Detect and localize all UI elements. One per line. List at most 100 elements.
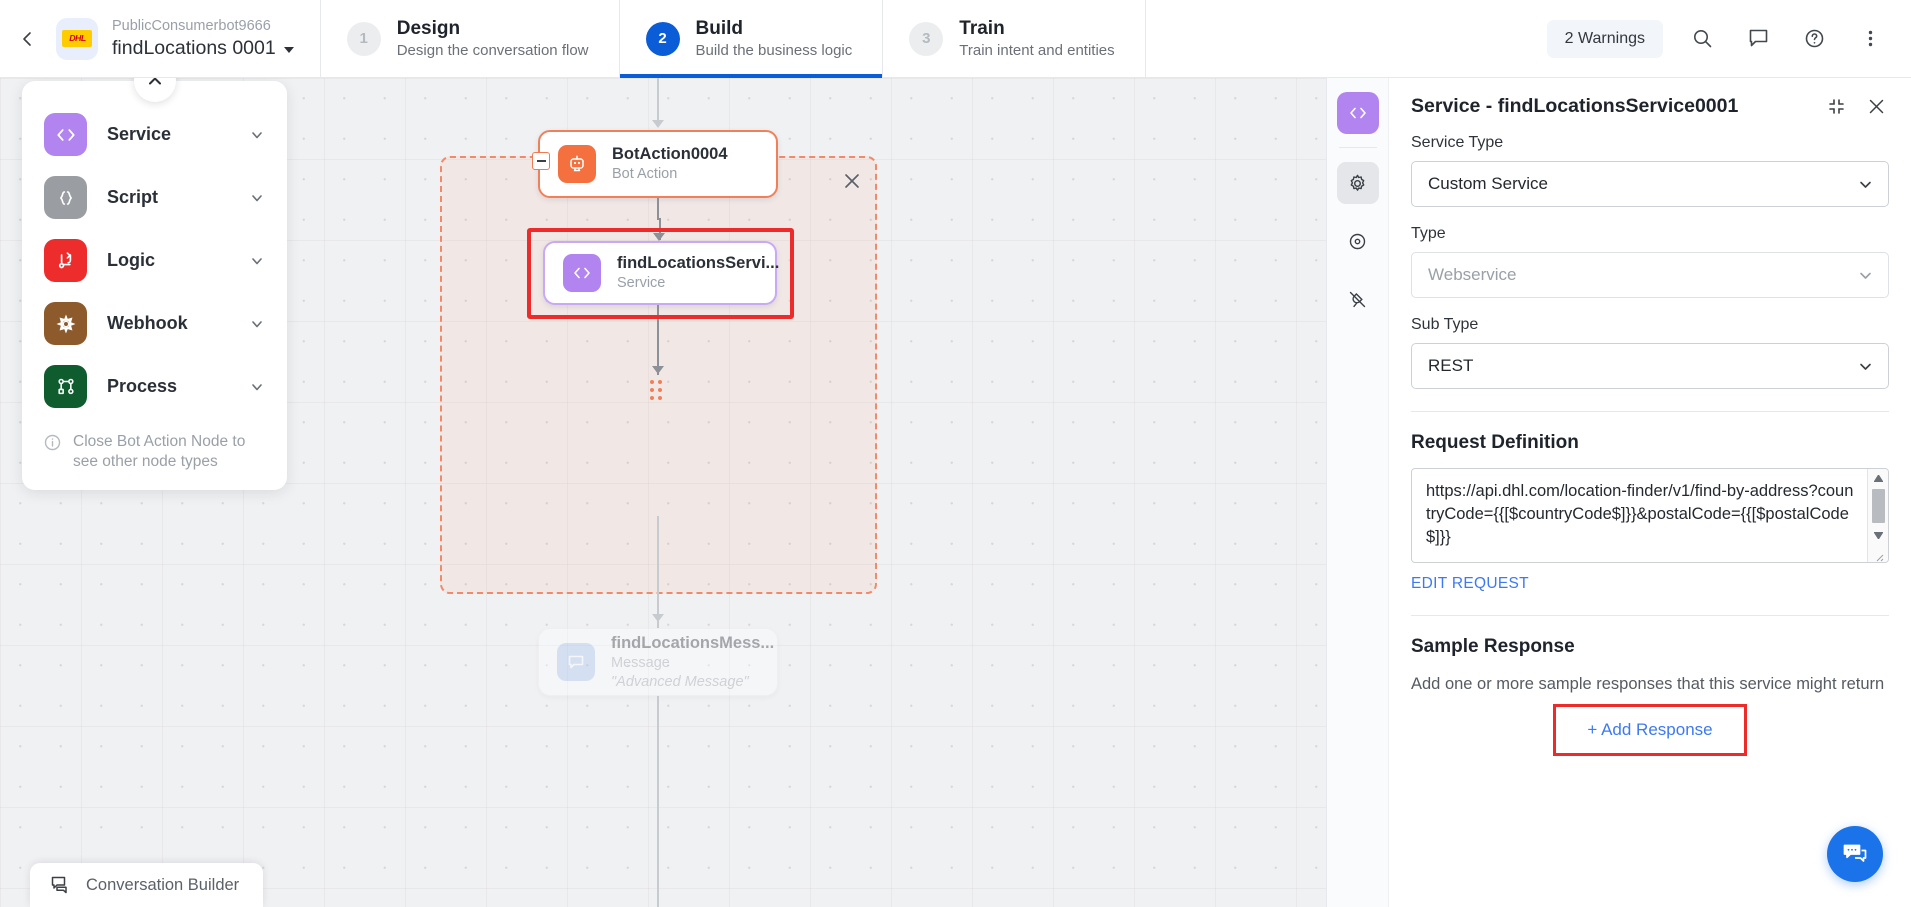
collapse-icon [1828,98,1844,114]
flow-canvas[interactable]: BotAction0004 Bot Action findLocationsSe… [0,78,1326,907]
node-message[interactable]: findLocationsMess... Message "Advanced M… [538,628,778,696]
add-response-highlight: + Add Response [1553,704,1747,756]
palette-item-logic[interactable]: Logic [22,229,287,292]
group-collapse-handle[interactable] [532,152,550,170]
add-response-button[interactable]: + Add Response [1559,710,1741,750]
branch-icon [44,239,87,282]
rail-settings-button[interactable] [1336,162,1379,204]
scroll-up-icon[interactable] [1873,469,1883,487]
chevron-down-icon[interactable] [249,127,265,143]
tab-build[interactable]: 2 Build Build the business logic [619,0,884,78]
panel-close-button[interactable] [1863,93,1889,119]
section-divider-2 [1411,615,1889,616]
node-service[interactable]: findLocationsServi... Service [543,241,779,305]
field-sub-type: Sub Type REST [1411,316,1889,389]
palette-item-label: Webhook [107,313,188,333]
resize-grip-icon[interactable] [1868,544,1888,562]
sub-type-select[interactable]: REST [1411,343,1889,389]
node-title: BotAction0004 [612,145,728,163]
chevron-down-icon[interactable] [249,253,265,269]
edit-request-link[interactable]: EDIT REQUEST [1411,575,1529,592]
node-palette: Service Script [22,78,287,490]
step-title: Design [396,17,461,39]
palette-item-service[interactable]: Service [22,103,287,166]
bot-identity[interactable]: DHL PublicConsumerbot9666 findLocations … [56,0,321,77]
connector-top-arrow [652,120,664,128]
warnings-chip[interactable]: 2 Warnings [1546,19,1663,58]
service-type-select[interactable]: Custom Service [1411,161,1889,207]
bot-workspace-label: PublicConsumerbot9666 [112,17,271,34]
back-button[interactable] [0,0,56,77]
field-service-type: Service Type Custom Service [1411,134,1889,207]
gear-icon [1350,174,1365,191]
palette-item-label: Logic [107,250,155,270]
chevron-down-icon[interactable] [249,316,265,332]
rail-code-button[interactable] [1336,92,1379,134]
code-icon [563,254,601,292]
type-select[interactable]: Webservice [1411,252,1889,298]
more-options-button[interactable] [1853,22,1887,56]
chat-button[interactable] [1741,22,1775,56]
panel-icon-rail [1327,78,1389,907]
scrollbar-thumb[interactable] [1871,489,1885,523]
request-definition-scrollbar[interactable] [1867,469,1888,562]
sample-response-heading: Sample Response [1411,636,1575,657]
node-subtitle: Bot Action [612,166,678,182]
palette-item-label: Service [107,124,172,144]
chevron-down-icon[interactable] [249,190,265,206]
drag-dots-icon[interactable] [650,380,666,402]
more-vertical-icon [1868,30,1872,47]
message-icon [557,643,595,681]
chevron-down-icon [1860,181,1871,188]
palette-collapse-button[interactable] [133,78,176,102]
scroll-down-icon[interactable] [1873,526,1883,544]
service-type-value: Custom Service [1428,174,1548,193]
type-value: Webservice [1428,265,1517,284]
step-title: Train [959,17,1005,39]
panel-title: Service - findLocationsService0001 [1411,94,1739,117]
panel-content: Service Type Custom Service Type Webserv… [1389,134,1911,907]
process-icon [44,365,87,408]
palette-item-process[interactable]: Process [22,355,287,418]
step-desc: Design the conversation flow [396,41,589,59]
webhook-icon [44,302,87,345]
panel-body: Service - findLocationsService0001 Servi… [1389,78,1911,907]
conversation-builder-button[interactable]: Conversation Builder [30,863,264,907]
step-number: 3 [909,21,944,56]
step-desc: Build the business logic [695,41,853,59]
connector-d [657,696,659,907]
rail-connection-button[interactable] [1337,278,1379,320]
info-icon [44,434,61,451]
sample-response-description: Add one or more sample responses that th… [1411,675,1885,693]
properties-panel: Service - findLocationsService0001 Servi… [1326,78,1911,907]
palette-note: Close Bot Action Node to see other node … [22,418,287,472]
bot-name-label[interactable]: findLocations 0001 [112,36,294,61]
field-label: Type [1411,225,1446,242]
group-close-button[interactable] [841,170,863,192]
tab-design[interactable]: 1 Design Design the conversation flow [321,0,620,77]
palette-item-webhook[interactable]: Webhook [22,292,287,355]
add-response-area: + Add Response [1411,704,1889,756]
palette-item-script[interactable]: Script [22,166,287,229]
rail-target-button[interactable] [1337,220,1379,262]
close-icon [845,174,859,188]
close-icon [1869,99,1883,113]
palette-note-text: Close Bot Action Node to see other node … [73,433,246,470]
chat-bubbles-icon [51,876,67,894]
step-number: 2 [645,21,680,56]
chevron-down-icon[interactable] [249,379,265,395]
tab-train[interactable]: 3 Train Train intent and entities [883,0,1146,77]
panel-collapse-button[interactable] [1823,93,1849,119]
request-definition-textarea[interactable]: https://api.dhl.com/location-finder/v1/f… [1411,468,1889,563]
step-desc: Train intent and entities [959,41,1115,59]
chat-icon [1749,29,1767,47]
support-chat-fab[interactable] [1827,826,1883,882]
step-number: 1 [346,21,381,56]
chevron-up-icon [148,78,161,85]
node-bot-action[interactable]: BotAction0004 Bot Action [538,130,778,198]
node-subtitle: Service [617,275,666,291]
search-button[interactable] [1685,22,1719,56]
sub-type-value: REST [1428,356,1474,375]
topbar-actions: 2 Warnings [1546,0,1911,77]
help-button[interactable] [1797,22,1831,56]
